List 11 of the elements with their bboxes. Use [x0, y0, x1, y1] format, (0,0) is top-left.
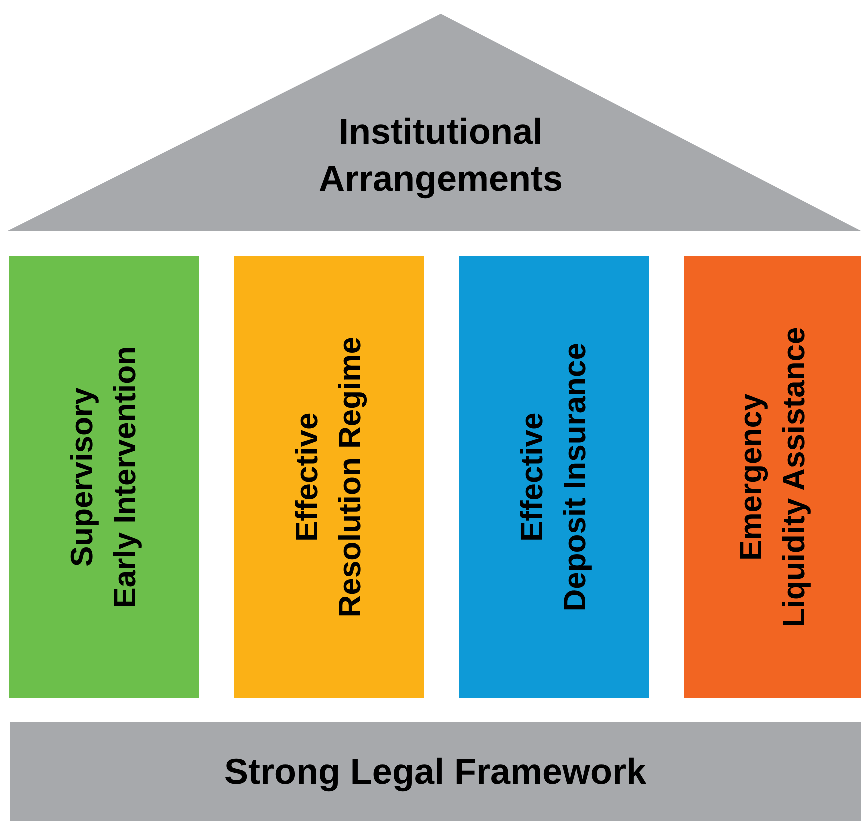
pillar-label: Effective Resolution Regime: [288, 336, 369, 618]
pillar: [9, 256, 199, 698]
node-label: Strong Legal Framework: [224, 750, 647, 794]
node-label: Institutional Arrangements: [318, 111, 564, 199]
pillar-label: Effective Deposit Insurance: [514, 342, 594, 612]
pillar-label: Emergency Liquidity Assistance: [732, 326, 812, 628]
pillar: [684, 256, 861, 698]
pillar-label: Supervisory Early Intervention: [64, 346, 144, 608]
base-bar: [10, 722, 861, 821]
pillar: [234, 256, 424, 698]
pillar: [459, 256, 649, 698]
